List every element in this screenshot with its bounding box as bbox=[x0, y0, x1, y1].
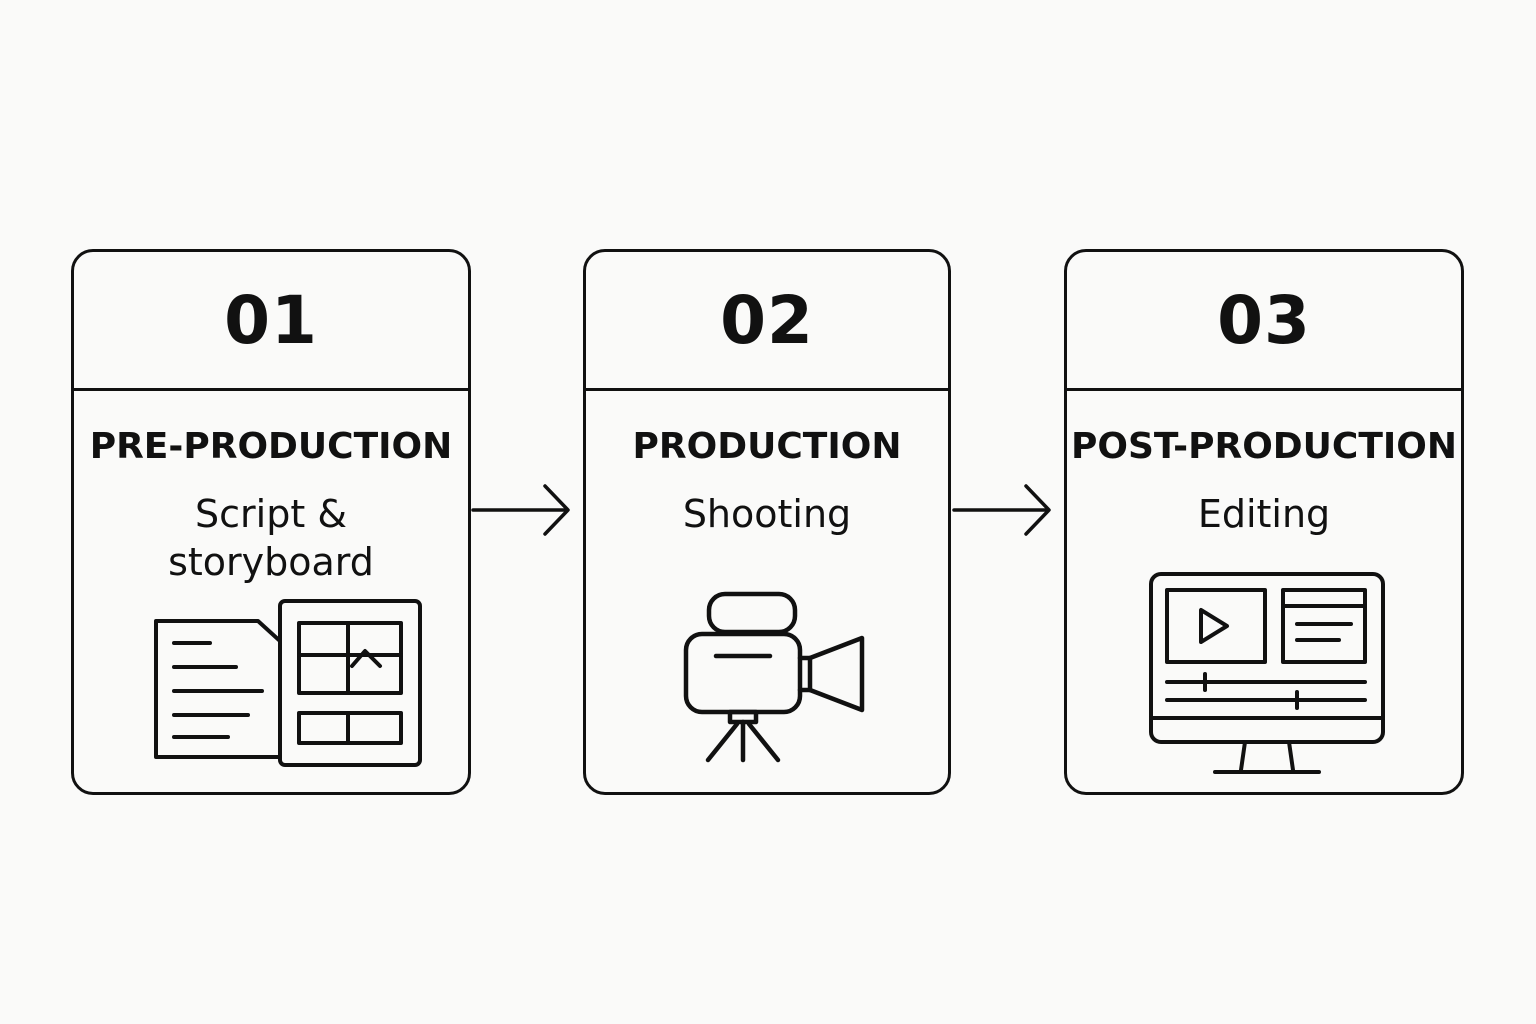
step-title: PRE-PRODUCTION bbox=[89, 426, 453, 467]
step-subtitle: Shooting bbox=[682, 492, 852, 536]
step-title: POST-PRODUCTION bbox=[1070, 426, 1458, 467]
step-number: 01 bbox=[74, 252, 468, 391]
video-camera-icon bbox=[683, 591, 865, 763]
step-card-pre-production: 01 PRE-PRODUCTION Script & storyboard bbox=[71, 249, 471, 795]
step-number: 03 bbox=[1067, 252, 1461, 391]
script-storyboard-icon bbox=[154, 599, 422, 767]
editing-monitor-icon bbox=[1149, 572, 1385, 774]
step-card-post-production: 03 POST-PRODUCTION Editing bbox=[1064, 249, 1464, 795]
arrow-right-icon bbox=[952, 484, 1051, 536]
step-subtitle: Script & storyboard bbox=[168, 492, 374, 584]
step-subtitle: Editing bbox=[1197, 492, 1331, 536]
arrow-right-icon bbox=[471, 484, 570, 536]
step-number: 02 bbox=[586, 252, 948, 391]
step-card-production: 02 PRODUCTION Shooting bbox=[583, 249, 951, 795]
step-title: PRODUCTION bbox=[632, 426, 902, 467]
